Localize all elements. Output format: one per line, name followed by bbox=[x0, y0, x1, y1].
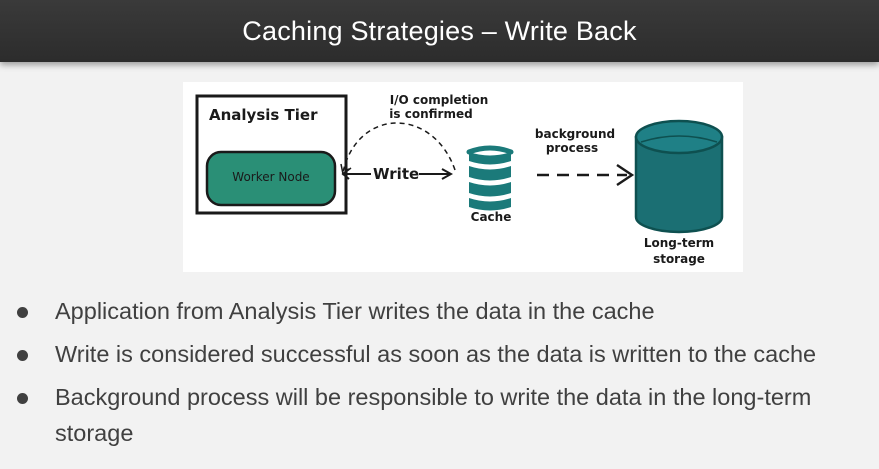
page-title: Caching Strategies – Write Back bbox=[242, 15, 637, 46]
io-completion-line1: I/O completion bbox=[390, 93, 489, 107]
bullet-dot bbox=[17, 307, 28, 318]
io-completion-line2: is confirmed bbox=[389, 107, 472, 121]
cache-label: Cache bbox=[471, 210, 512, 224]
bullet-dot bbox=[17, 350, 28, 361]
background-process-arrow: background process bbox=[535, 127, 635, 186]
bullet-text: Write is considered successful as soon a… bbox=[55, 341, 817, 367]
storage-line1: Long-term bbox=[644, 236, 714, 250]
analysis-tier-label: Analysis Tier bbox=[209, 106, 318, 124]
worker-node-label: Worker Node bbox=[232, 170, 309, 184]
write-label: Write bbox=[373, 165, 419, 183]
bullet-item: Application from Analysis Tier writes th… bbox=[0, 293, 879, 329]
bullet-text: Background process will be responsible t… bbox=[55, 384, 812, 446]
cache-icon: Cache bbox=[466, 145, 514, 224]
long-term-storage-icon: Long-term storage bbox=[634, 119, 724, 266]
background-line2: process bbox=[546, 141, 598, 155]
worker-node: Worker Node bbox=[205, 150, 337, 207]
storage-line2: storage bbox=[653, 252, 705, 266]
bullet-item: Background process will be responsible t… bbox=[0, 379, 879, 451]
bullet-item: Write is considered successful as soon a… bbox=[0, 336, 879, 372]
bullet-text: Application from Analysis Tier writes th… bbox=[55, 298, 655, 324]
io-completion-arc: I/O completion is confirmed bbox=[340, 93, 489, 176]
background-line1: background bbox=[535, 127, 615, 141]
bullet-dot bbox=[17, 393, 28, 404]
write-arrow: Write bbox=[341, 165, 451, 183]
title-bar: Caching Strategies – Write Back bbox=[0, 0, 879, 62]
diagram-canvas: Analysis Tier Worker Node Write I/O comp… bbox=[195, 93, 724, 266]
write-back-diagram: Analysis Tier Worker Node Write I/O comp… bbox=[183, 82, 743, 272]
bullet-list: Application from Analysis Tier writes th… bbox=[0, 293, 879, 458]
